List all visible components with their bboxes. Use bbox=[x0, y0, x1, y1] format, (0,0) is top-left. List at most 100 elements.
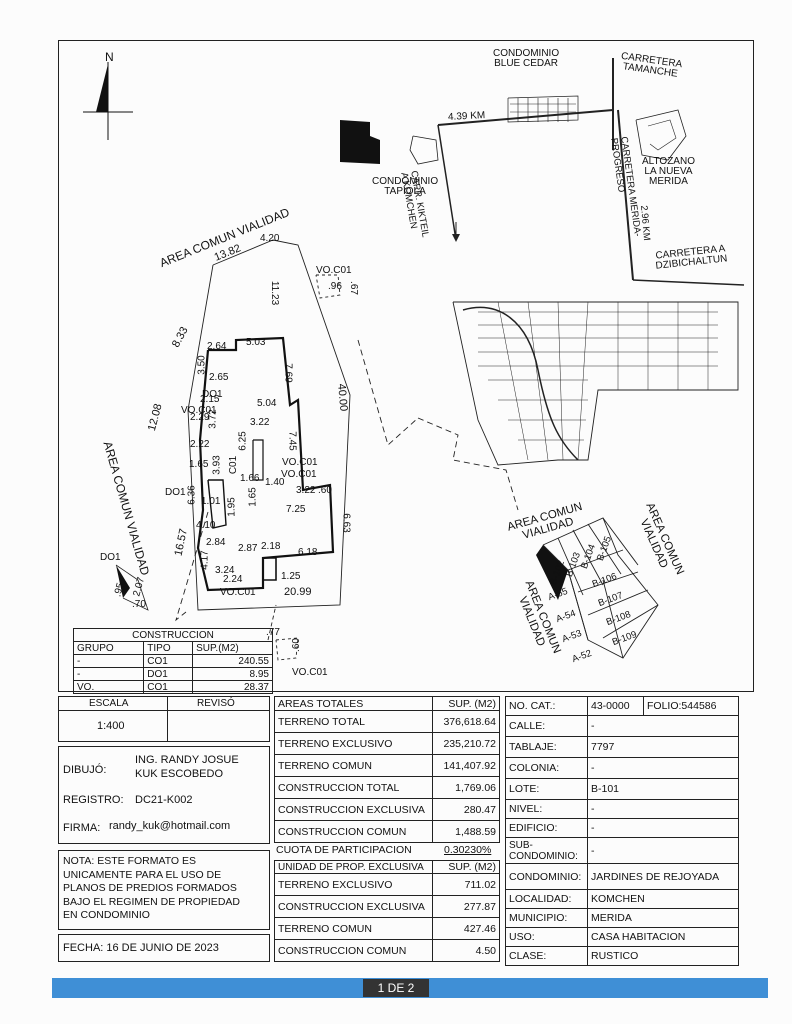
dim: 40.00 bbox=[335, 383, 350, 412]
dim: 7.25 bbox=[286, 504, 306, 515]
building-footprint bbox=[196, 336, 335, 592]
table-row: EDIFICIO:- bbox=[505, 818, 739, 838]
label-km-296: 2.96 KM bbox=[638, 204, 653, 242]
areas-header-sup: SUP. (M2) bbox=[432, 696, 500, 711]
page-indicator: 1 DE 2 bbox=[363, 979, 429, 997]
dim: 11.23 bbox=[269, 280, 281, 306]
firma-label: FIRMA: bbox=[63, 822, 101, 834]
dim: 1.95 bbox=[226, 497, 238, 517]
escala-value: 1:400 bbox=[97, 720, 125, 732]
code-label: DO1 bbox=[100, 552, 121, 563]
table-row: LOTE:B-101 bbox=[505, 778, 739, 800]
nocat-label: NO. CAT.: bbox=[505, 696, 588, 716]
code-label: VO.C01 bbox=[282, 457, 318, 468]
nota-line: BAJO EL REGIMEN DE PROPIEDAD bbox=[63, 895, 240, 908]
dim: 2.29 bbox=[190, 412, 210, 423]
dim: 3.22 bbox=[296, 485, 316, 496]
dim: 3.93 bbox=[211, 455, 223, 475]
dim: 3.24 bbox=[215, 565, 235, 576]
info-table: NO. CAT.: 43-0000 FOLIO:544586 CALLE:- T… bbox=[505, 696, 739, 966]
code-label: VO.C01 bbox=[292, 667, 328, 678]
do1-small-shape bbox=[116, 565, 130, 598]
dim: 7.69 bbox=[282, 363, 294, 383]
escala-box: ESCALA REVISÓ 1:400 bbox=[58, 696, 270, 742]
nota-box: NOTA: ESTE FORMATO ES UNICAMENTE PARA EL… bbox=[58, 850, 270, 930]
construccion-table: CONSTRUCCION GRUPO TIPO SUP.(M2) - CO1 2… bbox=[72, 628, 273, 694]
dibujo-box: DIBUJÓ: ING. RANDY JOSUE KUK ESCOBEDO RE… bbox=[58, 746, 270, 844]
dim: 4.10 bbox=[196, 520, 216, 531]
north-arrow-icon bbox=[83, 62, 133, 140]
dim: 6.36 bbox=[186, 485, 198, 505]
table-row: COLONIA:- bbox=[505, 757, 739, 779]
code-label: VO.C01 bbox=[281, 469, 317, 480]
table-row: USO:CASA HABITACION bbox=[505, 927, 739, 947]
table-row: TABLAJE:7797 bbox=[505, 736, 739, 758]
dim: 4.17 bbox=[199, 550, 211, 570]
dim: .60 bbox=[318, 485, 332, 496]
dibujo-name2: KUK ESCOBEDO bbox=[135, 768, 224, 780]
firma-value: randy_kuk@hotmail.com bbox=[109, 820, 231, 832]
unidad-header-sup: SUP. (M2) bbox=[432, 860, 500, 874]
dim: 5.03 bbox=[246, 337, 266, 348]
dim: 2.84 bbox=[206, 537, 226, 548]
site-plan-drawing bbox=[83, 58, 745, 661]
code-label: C01 bbox=[228, 455, 240, 475]
dim: 3.50 bbox=[196, 355, 208, 375]
table-row: - CO1 240.55 bbox=[72, 654, 273, 668]
col-header: TIPO bbox=[143, 641, 194, 655]
reviso-label: REVISÓ bbox=[197, 698, 235, 709]
dim: 1.65 bbox=[189, 459, 209, 470]
table-row: VO. CO1 28.37 bbox=[72, 680, 273, 694]
nota-line: PLANOS DE PREDIOS FORMADOS bbox=[63, 882, 237, 894]
dim: 2.24 bbox=[223, 574, 243, 585]
dim: 1.66 bbox=[240, 473, 260, 484]
col-header: SUP.(M2) bbox=[192, 641, 273, 655]
cuota-value: 0.30230% bbox=[444, 844, 492, 856]
dibujo-label: DIBUJÓ: bbox=[63, 764, 107, 776]
code-label: DO1 bbox=[165, 487, 186, 498]
fecha-value: FECHA: 16 DE JUNIO DE 2023 bbox=[63, 942, 219, 954]
construccion-title: CONSTRUCCION bbox=[73, 628, 273, 642]
nota-line: EN CONDOMINIO bbox=[63, 909, 150, 921]
north-label: N bbox=[105, 50, 114, 64]
table-row: MUNICIPIO:MERIDA bbox=[505, 908, 739, 928]
dim: 1.40 bbox=[265, 477, 285, 488]
plan-frame bbox=[58, 40, 754, 692]
dim: .70 bbox=[132, 599, 146, 610]
registro-label: REGISTRO: bbox=[63, 794, 124, 806]
dibujo-name1: ING. RANDY JOSUE bbox=[135, 754, 239, 766]
escala-label: ESCALA bbox=[89, 698, 129, 709]
cuota-label: CUOTA DE PARTICIPACION bbox=[276, 844, 412, 856]
dim: 4.20 bbox=[260, 233, 280, 244]
col-header: GRUPO bbox=[72, 641, 145, 655]
lotes-grid bbox=[536, 517, 659, 659]
nota-line: NOTA: ESTE FORMATO ES bbox=[63, 855, 197, 867]
location-map bbox=[340, 58, 745, 286]
dim: 20.99 bbox=[284, 586, 312, 598]
dim: 5.04 bbox=[257, 398, 277, 409]
table-row: - DO1 8.95 bbox=[72, 667, 273, 681]
dim: .77 bbox=[266, 627, 280, 638]
dim: 3.22 bbox=[250, 417, 270, 428]
table-row: SUB-CONDOMINIO:- bbox=[505, 837, 739, 864]
table-row: CLASE:RUSTICO bbox=[505, 946, 739, 966]
unidad-table: UNIDAD DE PROP. EXCLUSIVA SUP. (M2) TERR… bbox=[274, 860, 500, 962]
dim: 2.65 bbox=[209, 372, 229, 383]
table-row: CALLE:- bbox=[505, 715, 739, 737]
dim: 6.18 bbox=[298, 547, 318, 558]
table-row: LOCALIDAD:KOMCHEN bbox=[505, 889, 739, 909]
table-row: CONDOMINIO:JARDINES DE REJOYADA bbox=[505, 863, 739, 890]
